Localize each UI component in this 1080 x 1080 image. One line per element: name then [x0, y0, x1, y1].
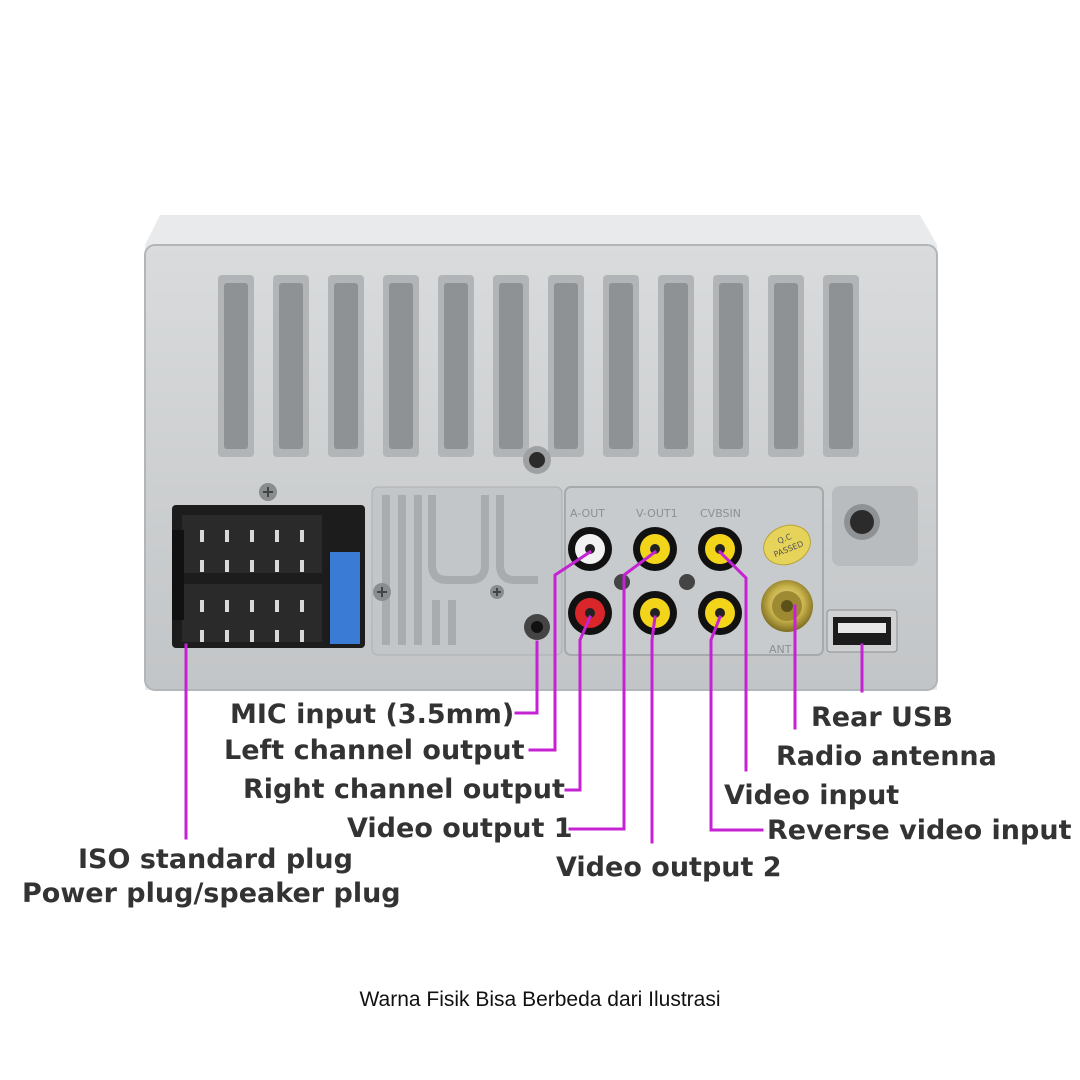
heatsink-fin-slot [774, 283, 798, 449]
label-rear-usb: Rear USB [811, 702, 953, 733]
marking-cvbsin: CVBSIN [700, 507, 741, 520]
iso-pin [200, 530, 204, 542]
mic-jack [524, 614, 550, 640]
label-radio-antenna: Radio antenna [776, 741, 997, 772]
label-right-channel-output: Right channel output [243, 774, 565, 805]
vent-ribs [371, 486, 563, 656]
marking-v-out1: V-OUT1 [636, 507, 678, 520]
iso-pin [250, 560, 254, 572]
callout-video-in [717, 549, 748, 772]
heatsink-fin-slot [279, 283, 303, 449]
callout-right-channel [564, 615, 592, 792]
heatsink-fin-slot [664, 283, 688, 449]
callout-video-out-2 [650, 615, 657, 844]
mount-hole [523, 446, 551, 474]
qc-passed-sticker: Q.C PASSED [763, 524, 811, 566]
antenna-mount-hole [832, 486, 918, 566]
label-video-output-1: Video output 1 [347, 813, 573, 844]
iso-pin [250, 630, 254, 642]
screw [259, 483, 277, 501]
iso-connector [172, 505, 365, 648]
callout-video-out-1 [568, 549, 658, 831]
iso-pin [225, 630, 229, 642]
screw [490, 585, 504, 599]
iso-pin [200, 600, 204, 612]
label-reverse-video-input: Reverse video input [767, 815, 1072, 846]
heatsink-fin-slot [224, 283, 248, 449]
screw [373, 583, 391, 601]
callout-left-channel [528, 549, 593, 752]
iso-pin [200, 630, 204, 642]
label-iso-plug: ISO standard plug [78, 844, 353, 875]
iso-pin [275, 530, 279, 542]
marking-a-out: A-OUT [570, 507, 605, 520]
iso-pin [300, 600, 304, 612]
heatsink-fin-slot [334, 283, 358, 449]
heatsink-fin-slot [719, 283, 743, 449]
heatsink-fin-slot [444, 283, 468, 449]
iso-pin [250, 530, 254, 542]
iso-pin [275, 600, 279, 612]
heatsink-fin-slot [829, 283, 853, 449]
callout-reverse-video [709, 615, 764, 832]
rca-right-out-jack [568, 591, 612, 635]
heatsink-fin-slot [554, 283, 578, 449]
iso-pin [225, 600, 229, 612]
heatsink-fin-slot [389, 283, 413, 449]
disclaimer-caption: Warna Fisik Bisa Berbeda dari Ilustrasi [359, 988, 721, 1011]
label-video-output-2: Video output 2 [556, 852, 782, 883]
iso-pin [250, 600, 254, 612]
label-mic-input: MIC input (3.5mm) [230, 699, 515, 730]
iso-pin [300, 560, 304, 572]
panel-stud [614, 574, 630, 590]
iso-pin [275, 630, 279, 642]
iso-pin [275, 560, 279, 572]
rca-left-out-jack [568, 527, 612, 571]
heatsink-fins [218, 275, 859, 457]
iso-pin [300, 630, 304, 642]
iso-pin [225, 530, 229, 542]
callout-mic [514, 640, 539, 715]
iso-pin [300, 530, 304, 542]
marking-ant: ANT [769, 643, 792, 656]
rca-panel: A-OUT V-OUT1 CVBSIN ANT [564, 486, 824, 656]
label-power-speaker-plug: Power plug/speaker plug [22, 878, 401, 909]
label-left-channel-output: Left channel output [224, 735, 525, 766]
heatsink-fin-slot [609, 283, 633, 449]
iso-connector-latch [330, 552, 360, 644]
iso-pin [225, 560, 229, 572]
antenna-socket [761, 580, 813, 632]
rca-video-in-jack [698, 527, 742, 571]
iso-pin [200, 560, 204, 572]
label-video-input: Video input [724, 780, 900, 811]
rca-reverse-video-jack [698, 591, 742, 635]
heatsink-fin-slot [499, 283, 523, 449]
usb-port [826, 609, 898, 653]
rca-video-out-2-jack [633, 591, 677, 635]
panel-stud [679, 574, 695, 590]
